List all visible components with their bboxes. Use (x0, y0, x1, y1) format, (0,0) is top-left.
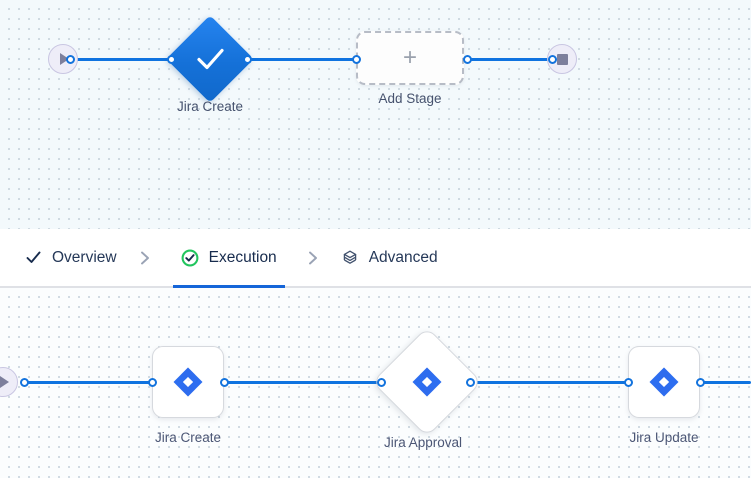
port-jira-approval-in[interactable] (377, 378, 386, 387)
node-label-add-stage: Add Stage (378, 91, 442, 106)
port-jira-create-out[interactable] (243, 55, 252, 64)
play-icon (0, 376, 9, 388)
port-add-stage-in[interactable] (352, 55, 361, 64)
edge-jira-approval-to-jira-update (470, 381, 628, 384)
plus-icon: + (402, 44, 417, 71)
step-label-jira-approval: Jira Approval (383, 435, 463, 450)
execution-steps-canvas[interactable]: </> Jira Create Jira Approval </> Jira U… (0, 288, 751, 478)
port-jira-create-step-in[interactable] (148, 378, 157, 387)
play-icon (60, 53, 69, 65)
tab-execution-label: Execution (208, 248, 277, 266)
port-exec-start-out[interactable] (20, 378, 29, 387)
execution-start-node[interactable] (0, 367, 18, 397)
edge-jira-create-to-add-stage (241, 58, 359, 61)
step-label-jira-update: Jira Update (629, 430, 699, 445)
node-jira-create[interactable] (166, 15, 254, 103)
tab-overview-label: Overview (52, 248, 117, 266)
port-jira-create-in[interactable] (167, 55, 176, 64)
node-label-jira-create: Jira Create (176, 99, 244, 114)
port-jira-update-out[interactable] (696, 378, 705, 387)
layers-hexagon-icon (341, 248, 360, 267)
edge-jira-update-outgoing (700, 381, 751, 384)
port-jira-create-step-out[interactable] (220, 378, 229, 387)
check-icon (24, 248, 43, 267)
stage-configuration-tabs[interactable]: Overview Execution Adv (0, 229, 751, 288)
pipeline-overview-canvas[interactable]: Jira Create + Add Stage (0, 0, 751, 229)
stop-icon (556, 53, 568, 65)
chevron-right-icon (139, 250, 151, 266)
add-stage-button[interactable]: + (356, 31, 464, 85)
tab-overview[interactable]: Overview (24, 229, 117, 286)
check-circle-icon (181, 248, 200, 267)
step-jira-create[interactable] (152, 346, 224, 418)
tab-execution[interactable]: Execution (172, 229, 285, 288)
port-start-out[interactable] (66, 55, 75, 64)
port-jira-approval-out[interactable] (466, 378, 475, 387)
port-jira-update-in[interactable] (624, 378, 633, 387)
step-label-jira-create: Jira Create (154, 430, 222, 445)
edge-start-to-jira-create (70, 58, 180, 61)
step-jira-update[interactable] (628, 346, 700, 418)
edge-add-stage-to-stop (467, 58, 552, 61)
tab-advanced[interactable]: Advanced (341, 229, 438, 286)
edge-start-to-jira-create-step (24, 381, 152, 384)
port-add-stage-out[interactable] (463, 55, 472, 64)
port-stop-in[interactable] (548, 55, 557, 64)
chevron-right-icon (307, 250, 319, 266)
edge-jira-create-to-jira-approval (226, 381, 381, 384)
tab-advanced-label: Advanced (368, 248, 438, 266)
